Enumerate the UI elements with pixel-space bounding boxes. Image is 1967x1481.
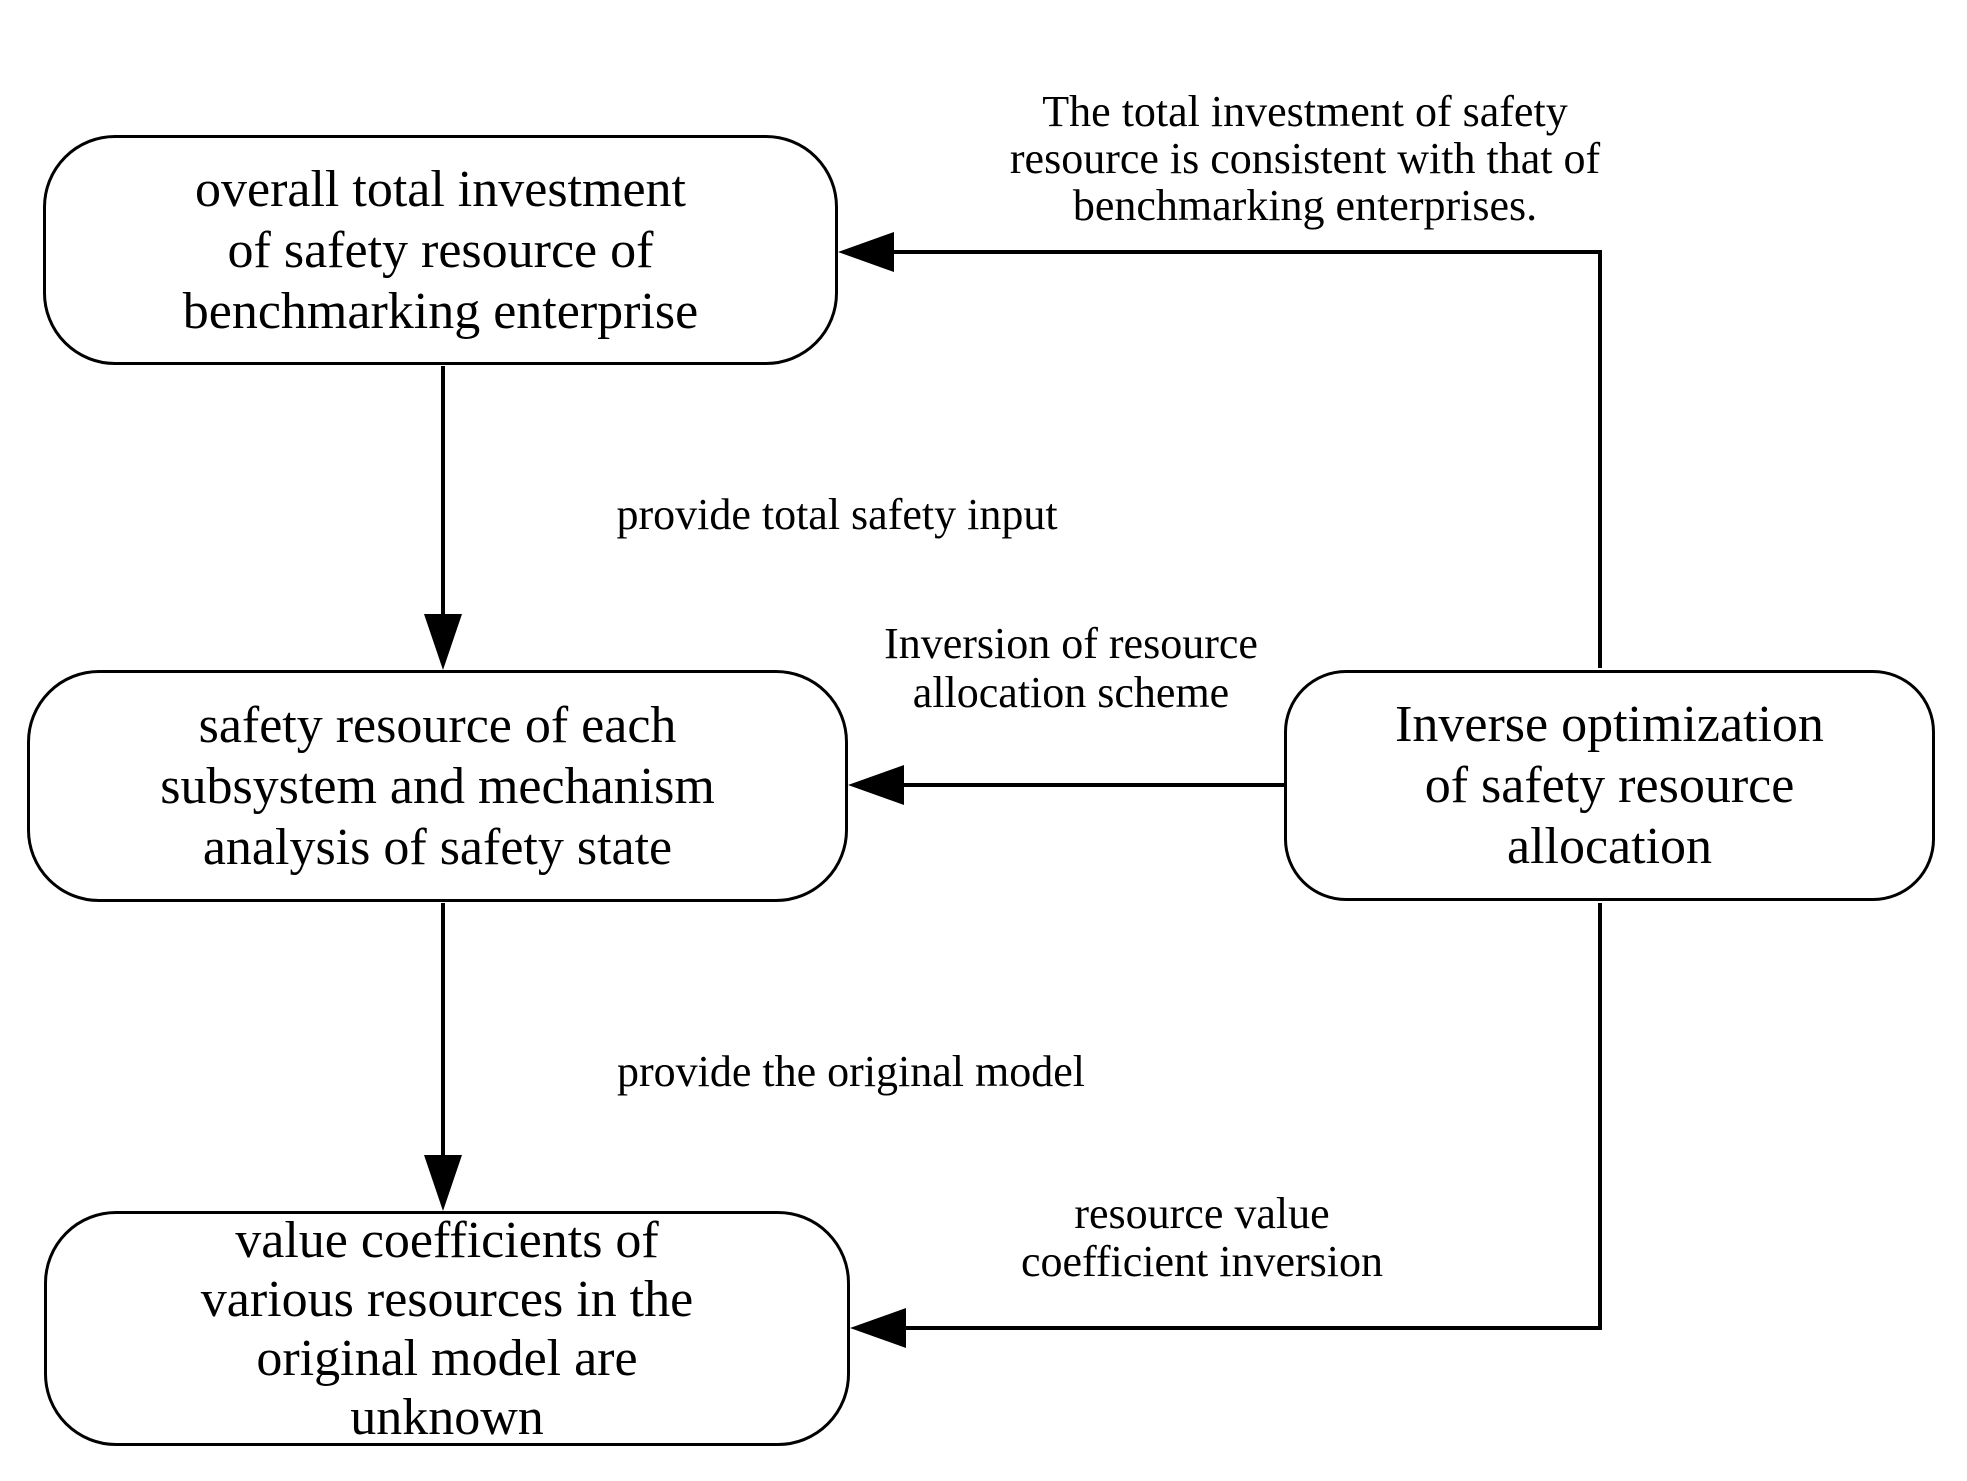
- label-consistency-note: The total investment of safety resource …: [1010, 88, 1600, 229]
- label-line: resource value: [1074, 1189, 1330, 1238]
- node-value-coefficients-unknown: value coefficients of various resources …: [44, 1211, 850, 1446]
- arrowhead-down: [424, 1155, 462, 1211]
- node-text-line: various resources in the: [200, 1270, 694, 1328]
- arrowhead-left: [850, 1308, 906, 1348]
- node-text-line: overall total investment: [195, 160, 686, 218]
- label-line: benchmarking enterprises.: [1072, 181, 1538, 230]
- label-line: Inversion of resource: [884, 619, 1258, 668]
- arrow-provide-the-original-model: [424, 903, 462, 1211]
- node-text: safety resource of each subsystem and me…: [160, 695, 715, 878]
- label-line: The total investment of safety: [1042, 87, 1568, 136]
- node-text-line: benchmarking enterprise: [182, 282, 699, 340]
- node-text: value coefficients of various resources …: [201, 1211, 693, 1447]
- node-text-line: analysis of safety state: [202, 818, 673, 876]
- node-text-line: of safety resource: [1424, 757, 1795, 814]
- node-text-line: value coefficients of: [235, 1211, 659, 1269]
- node-text-line: of safety resource of: [227, 221, 654, 279]
- label-provide-the-original-model: provide the original model: [617, 1047, 1085, 1096]
- arrow-consistency-feedback: [838, 232, 1602, 668]
- arrow-resource-value-coefficient-inversion: [850, 903, 1602, 1348]
- node-text-line: Inverse optimization: [1395, 696, 1824, 753]
- label-line: resource is consistent with that of: [1009, 134, 1601, 183]
- node-inverse-optimization: Inverse optimization of safety resource …: [1284, 670, 1935, 901]
- label-resource-value-coefficient-inversion: resource value coefficient inversion: [1021, 1190, 1383, 1286]
- node-text-line: original model are: [256, 1329, 638, 1387]
- node-text-line: allocation: [1506, 818, 1713, 875]
- node-text-line: unknown: [350, 1388, 544, 1446]
- node-benchmark-total-investment: overall total investment of safety resou…: [43, 135, 838, 365]
- label-inversion-of-resource-allocation-scheme: Inversion of resource allocation scheme: [884, 619, 1258, 717]
- node-text-line: subsystem and mechanism: [160, 757, 715, 815]
- label-line: allocation scheme: [912, 668, 1230, 717]
- arrow-provide-total-safety-input: [424, 366, 462, 670]
- label-provide-total-safety-input: provide total safety input: [616, 490, 1058, 539]
- node-text: overall total investment of safety resou…: [183, 159, 698, 342]
- node-subsystem-safety-resource: safety resource of each subsystem and me…: [27, 670, 848, 902]
- arrowhead-left: [838, 232, 894, 272]
- arrowhead-down: [424, 614, 462, 670]
- arrowhead-left: [848, 765, 904, 805]
- label-line: coefficient inversion: [1020, 1237, 1384, 1286]
- node-text: Inverse optimization of safety resource …: [1395, 694, 1824, 877]
- node-text-line: safety resource of each: [198, 696, 677, 754]
- arrow-inversion-of-resource-allocation-scheme: [848, 765, 1286, 805]
